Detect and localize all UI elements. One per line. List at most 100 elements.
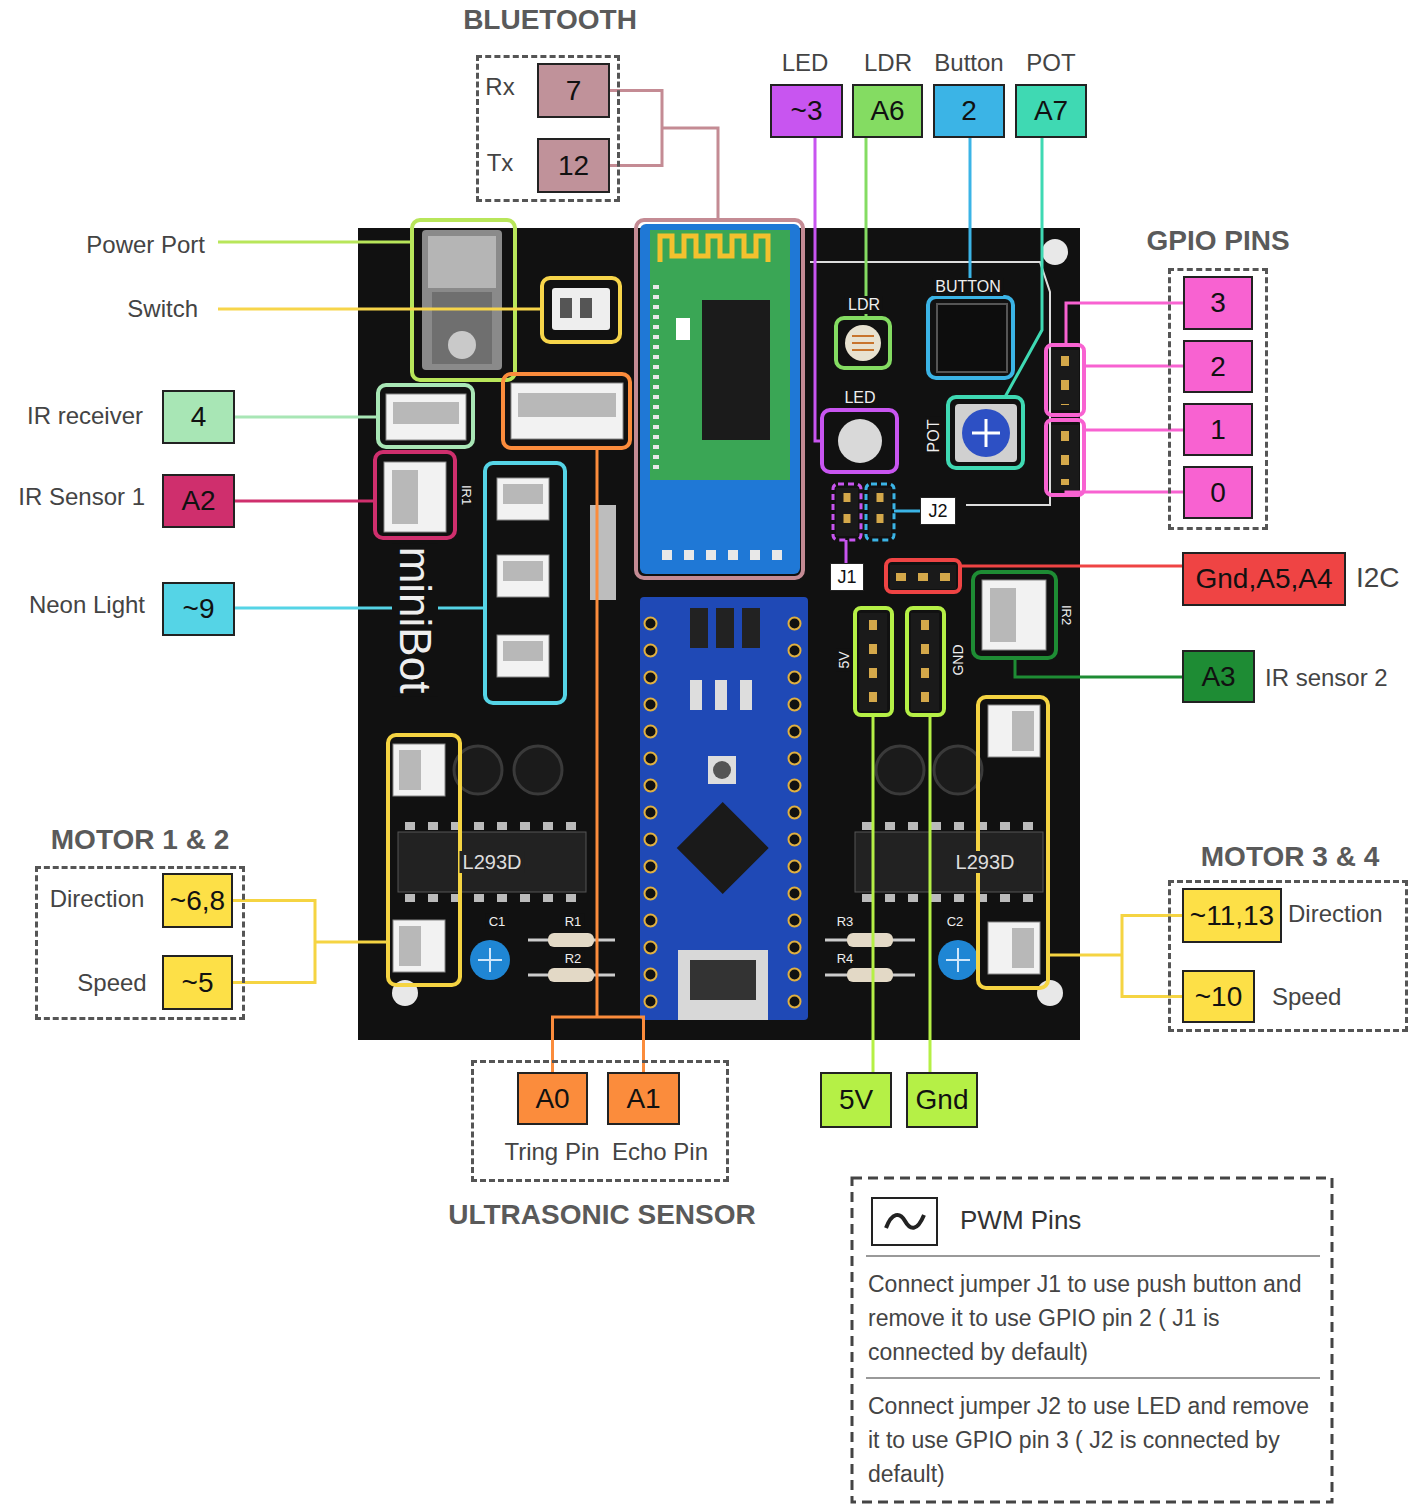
leader-line <box>872 715 875 1072</box>
pcb-board <box>1042 239 1068 265</box>
capacitor <box>478 948 502 972</box>
pin-label: ~5 <box>182 969 214 997</box>
bluetooth-module <box>650 230 790 480</box>
callout-label: Speed <box>1272 983 1341 1011</box>
capacitor <box>454 746 982 980</box>
legend-frame <box>852 1178 1332 1502</box>
pin-label: A1 <box>626 1085 660 1113</box>
pin-box: Gnd,A5,A4 <box>1182 552 1346 606</box>
legend-frame <box>886 1215 924 1228</box>
pin-label: A6 <box>870 97 904 125</box>
motor-driver-chip <box>862 894 1039 902</box>
callout-label: IR receiver <box>27 402 143 430</box>
pin-label: 7 <box>566 77 582 105</box>
highlight-outline <box>503 374 630 448</box>
capacitor <box>876 746 924 794</box>
bracket-connector <box>553 1017 644 1072</box>
arduino-nano <box>678 950 768 1020</box>
silkscreen-label: R3 <box>834 914 857 929</box>
pin-box: A6 <box>852 84 923 138</box>
highlight-outline <box>636 220 803 578</box>
arduino-nano <box>742 608 760 648</box>
pin-header <box>859 613 887 711</box>
jst-connector-slot <box>393 402 459 424</box>
group-title: GPIO PINS <box>1146 227 1289 255</box>
motor-driver-chip <box>398 826 1043 898</box>
jst-connector <box>497 635 549 677</box>
sensor-parts <box>838 419 882 463</box>
silkscreen-label: R2 <box>562 951 585 966</box>
silkscreen-label: BUTTON <box>932 278 1003 296</box>
arduino-nano <box>690 608 708 648</box>
silkscreen-label: C2 <box>944 914 967 929</box>
pin-label: 2 <box>961 97 977 125</box>
legend-frame <box>852 1178 1332 1502</box>
resistor <box>548 933 594 947</box>
callout-label: Switch <box>127 295 198 323</box>
group-title: ULTRASONIC SENSOR <box>448 1201 756 1229</box>
silkscreen-label: miniBot <box>392 544 438 697</box>
pin-box: J2 <box>920 497 956 525</box>
pin-box: ~5 <box>162 955 233 1010</box>
group-title: MOTOR 1 & 2 <box>51 826 229 854</box>
pin-label: A3 <box>1201 663 1235 691</box>
sensor-parts <box>852 336 874 350</box>
jst-connector <box>982 580 1046 650</box>
motor-driver-chip <box>398 832 586 892</box>
pin-box: A3 <box>1182 650 1255 703</box>
pin-header <box>836 488 858 536</box>
pin-header <box>844 493 851 532</box>
jst-connector <box>497 478 549 520</box>
pin-header <box>1051 350 1079 410</box>
leader-line <box>596 448 599 1017</box>
bluetooth-module <box>660 236 768 262</box>
callout-label: Connect jumper J2 to use LED and remove … <box>868 1389 1324 1491</box>
arduino-nano <box>708 756 736 784</box>
sensor-parts <box>972 419 1000 447</box>
pin-header <box>896 573 950 581</box>
resistor <box>847 933 893 947</box>
pin-label: J2 <box>928 502 947 520</box>
leader-line <box>929 715 932 1072</box>
callout-label: Button <box>934 49 1003 77</box>
power-port <box>448 331 476 359</box>
highlight-outline <box>886 560 960 592</box>
pin-box: 5V <box>820 1072 892 1128</box>
silkscreen-label: R4 <box>834 951 857 966</box>
pin-label: 0 <box>1210 479 1226 507</box>
callout-label: POT <box>1026 49 1075 77</box>
silkscreen-label: R1 <box>562 914 585 929</box>
pin-box: ~6,8 <box>162 873 233 928</box>
pin-header <box>890 565 956 589</box>
pin-label: A7 <box>1034 97 1068 125</box>
callout-label: Connect jumper J1 to use push button and… <box>868 1267 1324 1369</box>
pin-box: ~10 <box>1182 970 1255 1023</box>
pin-header <box>877 493 884 532</box>
power-port <box>422 230 502 370</box>
silkscreen-label: IR2 <box>1059 602 1074 628</box>
pin-header <box>911 613 939 711</box>
pin-box: A1 <box>607 1072 680 1125</box>
jst-connector <box>384 462 446 532</box>
arduino-nano <box>690 680 702 710</box>
pin-box: 2 <box>1183 340 1253 393</box>
pin-label: ~6,8 <box>170 887 225 915</box>
arduino-nano <box>690 960 756 1000</box>
power-port <box>432 292 492 364</box>
pin-label: A2 <box>181 487 215 515</box>
pin-label: 5V <box>839 1086 873 1114</box>
legend-frame <box>866 1377 1320 1379</box>
callout-label: LDR <box>864 49 912 77</box>
pcb-board <box>358 228 1080 1040</box>
callout-label: Echo Pin <box>612 1138 708 1166</box>
pin-box: 7 <box>537 63 610 118</box>
power-port <box>422 230 502 370</box>
leader-line <box>218 128 1183 1072</box>
group-box: MOTOR 1 & 2~6,8~5 <box>35 866 245 1020</box>
legend-item: PWM Pins <box>960 1207 1081 1233</box>
highlight-outline <box>542 278 620 342</box>
